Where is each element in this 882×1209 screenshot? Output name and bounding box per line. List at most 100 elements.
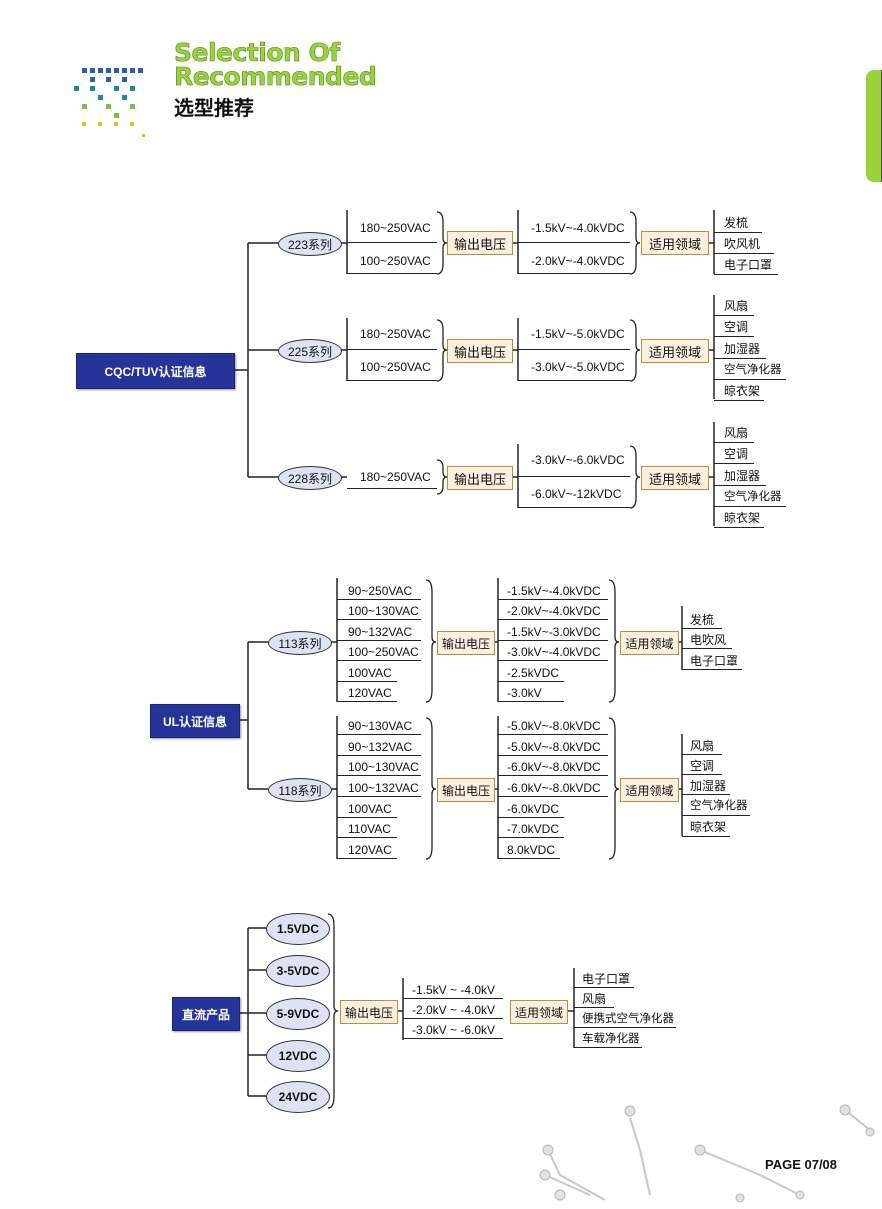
series-oval-113: 113系列 [268, 631, 332, 655]
output-voltage: 8.0kVDC [507, 843, 556, 857]
dc-input-oval: 1.5VDC [266, 913, 330, 945]
dc-input-oval: 5-9VDC [266, 998, 330, 1030]
underline [347, 273, 437, 274]
underline [337, 619, 421, 620]
dc-input-oval: 12VDC [266, 1040, 330, 1072]
application-item: 电吹风 [690, 633, 727, 647]
underline [498, 775, 608, 776]
underline [682, 815, 750, 816]
application-item: 空调 [690, 759, 715, 773]
input-voltage: 100~132VAC [348, 781, 419, 795]
underline [498, 858, 560, 859]
input-voltage: 100VAC [348, 666, 392, 680]
underline [574, 1007, 614, 1008]
right-edge-tab [866, 70, 882, 182]
underline [714, 315, 754, 316]
underline [518, 242, 630, 243]
underline [337, 660, 421, 661]
application-item: 吹风机 [724, 237, 761, 251]
underline [714, 463, 754, 464]
output-voltage: -6.0kV~-12kVDC [531, 487, 622, 501]
series-oval-225: 225系列 [278, 339, 342, 363]
underline [714, 400, 764, 401]
application-item: 空调 [724, 320, 749, 334]
underline [337, 755, 421, 756]
input-voltage: 100~250VAC [360, 360, 431, 374]
underline [498, 837, 564, 838]
underline [574, 1027, 676, 1028]
underline [498, 619, 608, 620]
output-voltage: -2.0kV~-4.0kVDC [531, 254, 625, 268]
underline [498, 701, 564, 702]
application-label: 适用领域 [641, 339, 709, 363]
application-item: 电子口罩 [690, 654, 739, 668]
root-dc-products: 直流产品 [172, 997, 240, 1031]
underline [714, 336, 754, 337]
application-item: 便携式空气净化器 [582, 1013, 674, 1025]
application-item: 晾衣架 [724, 511, 761, 525]
input-voltage: 100~250VAC [348, 645, 419, 659]
underline [518, 273, 630, 274]
input-voltage: 180~250VAC [360, 221, 431, 235]
application-item: 晾衣架 [724, 384, 761, 398]
underline [337, 837, 397, 838]
output-voltage: -2.5kVDC [507, 666, 560, 680]
output-voltage: -3.0kV~-6.0kVDC [531, 453, 625, 467]
output-voltage-label: 输出电压 [447, 466, 513, 490]
output-voltage-label: 输出电压 [447, 339, 513, 363]
output-voltage: -2.0kV ~ -4.0kV [412, 1003, 496, 1017]
output-voltage: -5.0kV~-8.0kVDC [507, 719, 601, 733]
underline [714, 253, 774, 254]
underline [498, 796, 608, 797]
output-voltage: -7.0kVDC [507, 822, 560, 836]
application-item: 空气净化器 [690, 800, 748, 812]
underline [682, 628, 722, 629]
header-logo [70, 66, 170, 140]
underline [337, 681, 397, 682]
output-voltage: -6.0kV~-8.0kVDC [507, 760, 601, 774]
application-item: 风扇 [582, 992, 607, 1006]
underline [714, 358, 766, 359]
underline [574, 987, 634, 988]
output-voltage: -1.5kV~-4.0kVDC [531, 221, 625, 235]
underline [498, 817, 564, 818]
dc-input-oval: 3-5VDC [266, 955, 330, 987]
application-item: 风扇 [724, 299, 749, 313]
input-voltage: 120VAC [348, 843, 392, 857]
underline [403, 998, 503, 999]
output-voltage-label: 输出电压 [340, 1000, 398, 1024]
output-voltage: -3.0kV [507, 686, 542, 700]
dc-input-oval: 24VDC [266, 1081, 330, 1113]
input-voltage: 90~132VAC [348, 625, 413, 639]
underline [403, 1038, 503, 1039]
application-item: 晾衣架 [690, 820, 727, 834]
header-title-en-line1: Selection Of [174, 38, 341, 67]
output-voltage: -3.0kV~-4.0kVDC [507, 645, 601, 659]
underline [337, 817, 397, 818]
input-voltage: 90~130VAC [348, 719, 413, 733]
underline [574, 1047, 642, 1048]
underline [498, 734, 608, 735]
series-oval-223: 223系列 [278, 232, 342, 256]
application-label: 适用领域 [620, 631, 679, 655]
series-oval-228: 228系列 [278, 466, 342, 490]
pixel-grid-icon [74, 68, 145, 137]
application-label: 适用领域 [510, 1000, 568, 1024]
series-oval-118: 118系列 [268, 778, 332, 802]
underline [714, 442, 754, 443]
input-voltage: 90~132VAC [348, 740, 413, 754]
output-voltage: -3.0kV ~ -6.0kV [412, 1023, 496, 1037]
underline [337, 858, 397, 859]
underline [714, 485, 766, 486]
underline [714, 274, 778, 275]
application-item: 发梳 [690, 613, 715, 627]
underline [682, 754, 722, 755]
underline [498, 599, 608, 600]
input-voltage: 90~250VAC [348, 584, 413, 598]
underline [498, 755, 608, 756]
underline [403, 1018, 503, 1019]
underline [518, 380, 630, 381]
underline [518, 349, 630, 350]
output-voltage: -1.5kV~-4.0kVDC [507, 584, 601, 598]
underline [337, 734, 421, 735]
